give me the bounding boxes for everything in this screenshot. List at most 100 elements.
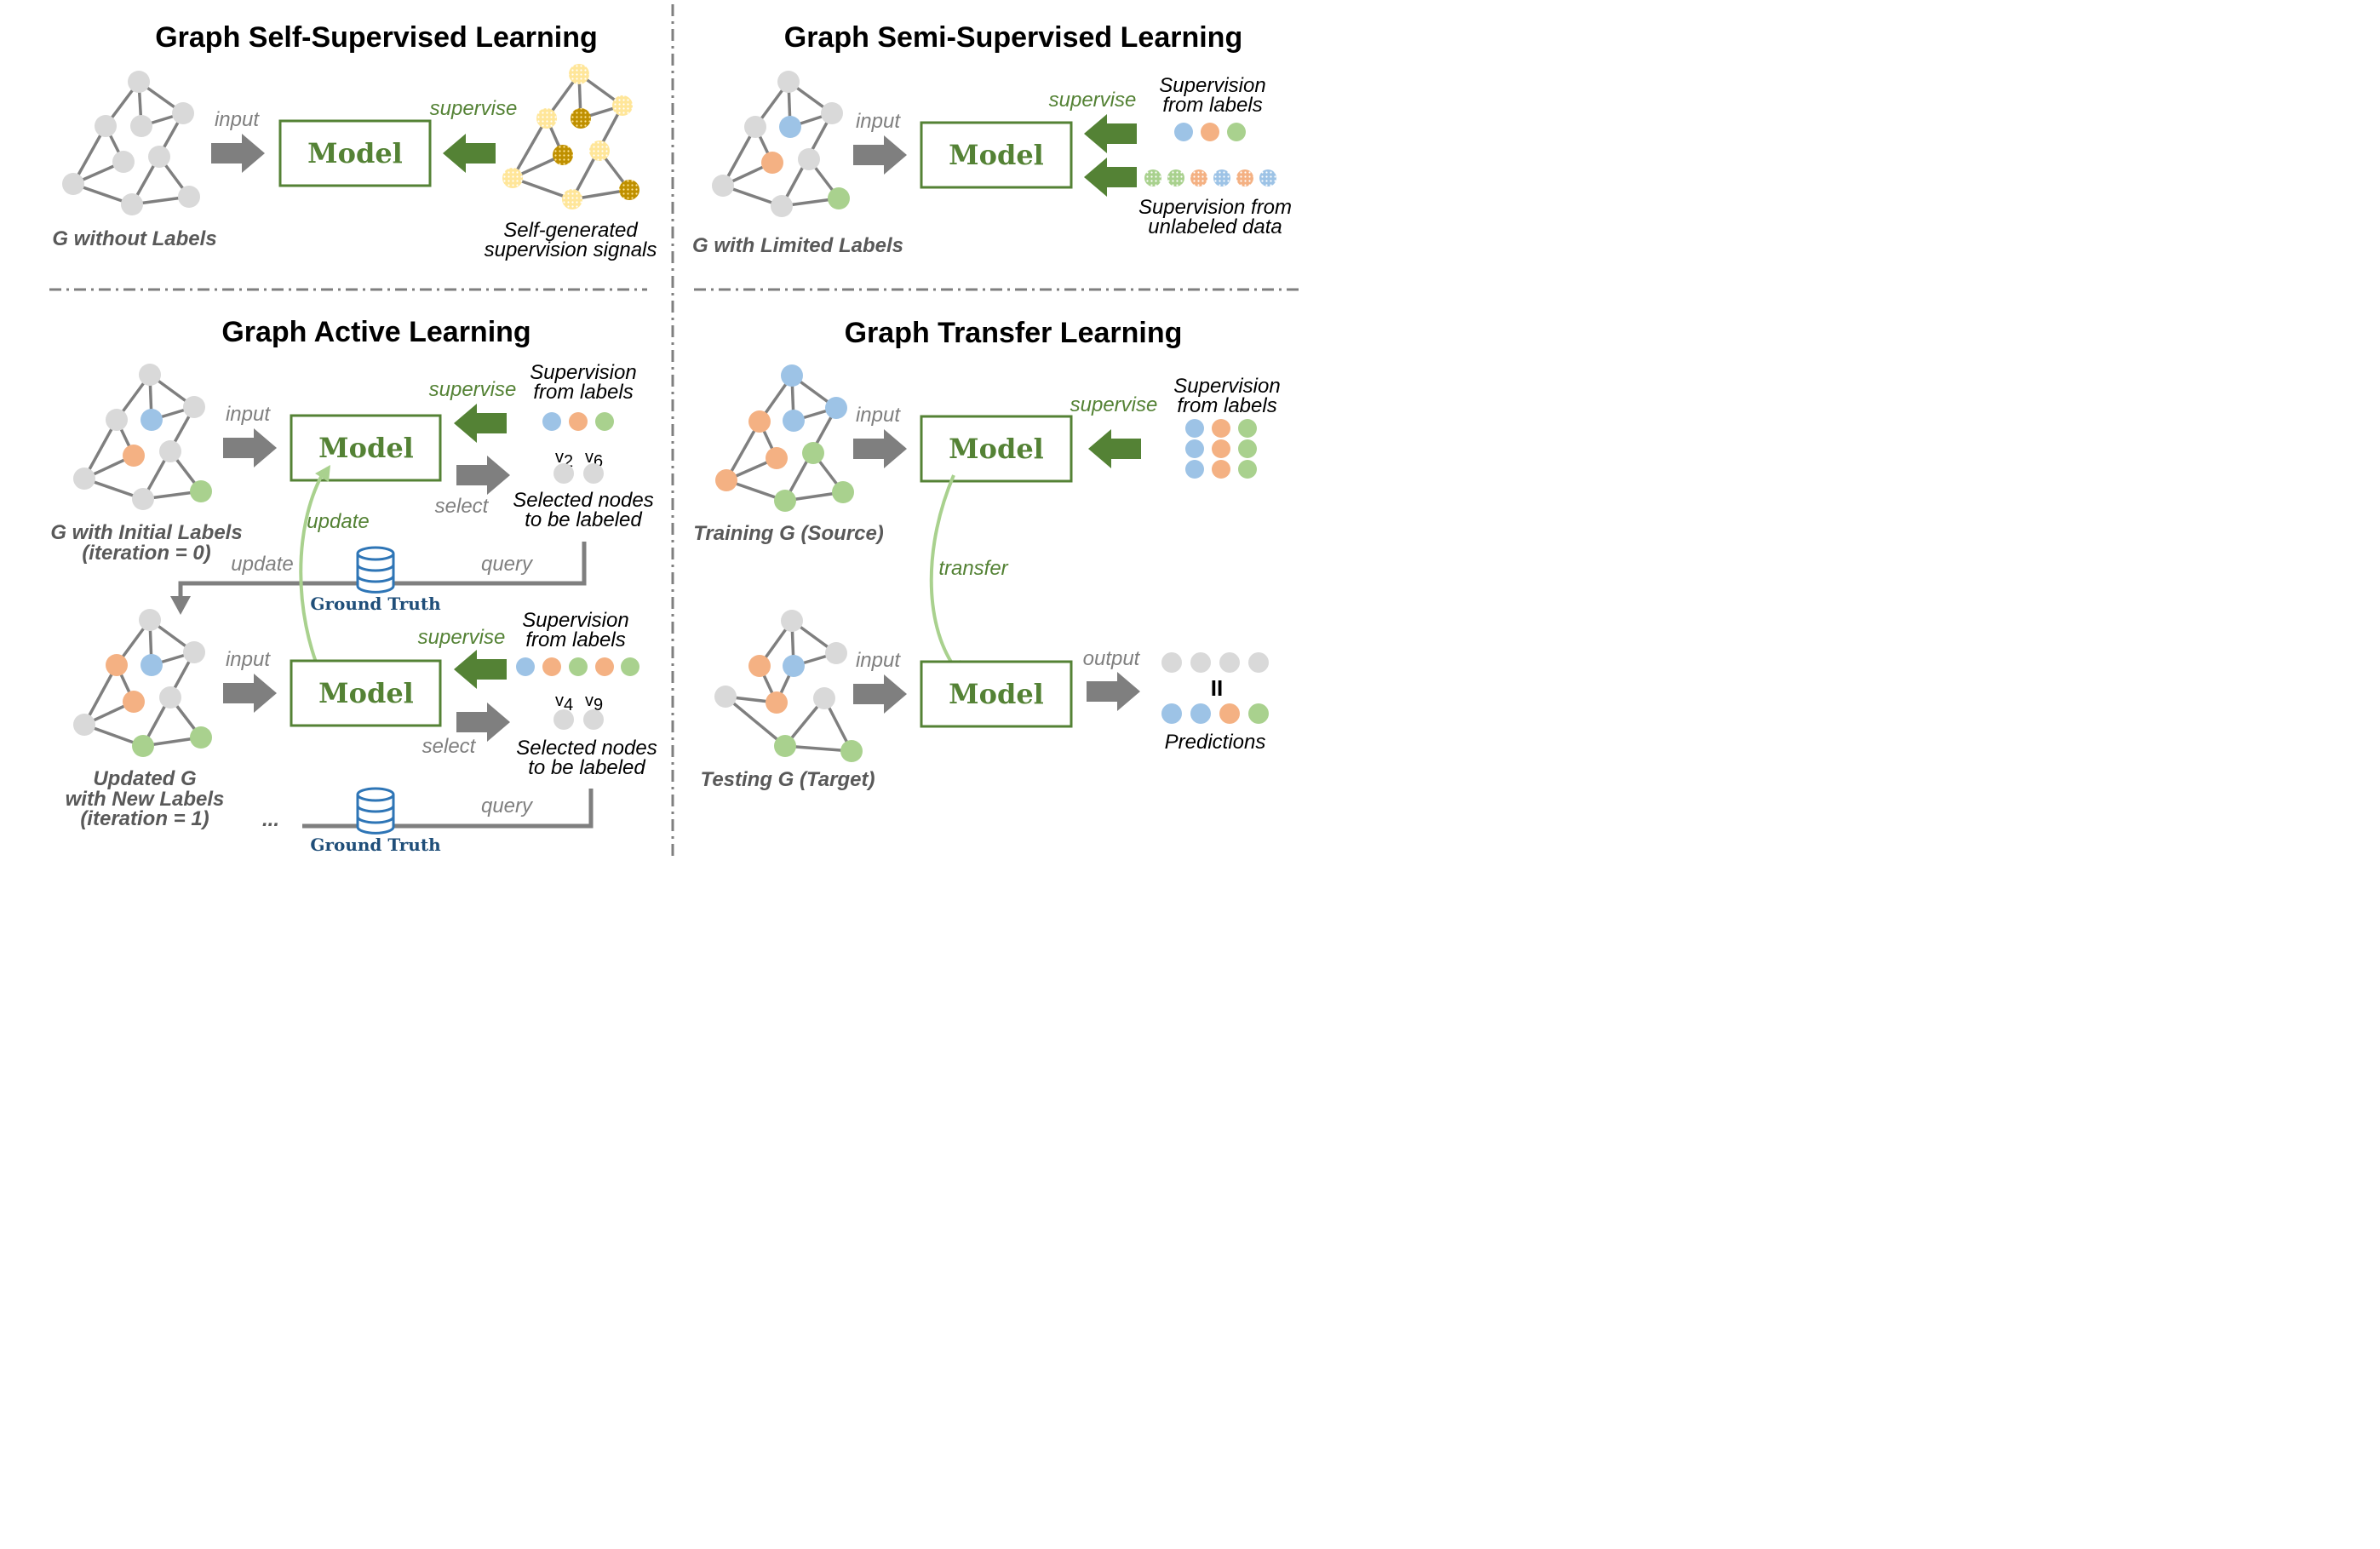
- label-node-green: [1227, 123, 1246, 141]
- graph-node: [112, 151, 135, 173]
- graph-node: [771, 195, 793, 217]
- signals-caption-line2: supervision signals: [485, 238, 657, 261]
- supervise-label: supervise: [1070, 393, 1158, 416]
- graph-node-labeled-green: [774, 490, 796, 512]
- graph-node-labeled-green: [832, 481, 854, 503]
- graph-node: [183, 396, 205, 418]
- model-box: [290, 414, 442, 482]
- graph-node-labeled-green: [190, 726, 212, 749]
- label-node-orange: [569, 412, 588, 431]
- supervise-arrow-icon: [1088, 429, 1141, 468]
- graph-node-labeled-green: [840, 740, 863, 762]
- model-box: [290, 659, 442, 727]
- label-node-blue: [542, 412, 561, 431]
- pseudo-label-node: [1167, 169, 1184, 186]
- graph-node: [121, 193, 143, 215]
- graph-node-labeled-blue: [783, 655, 805, 677]
- predicted-node-green: [1248, 703, 1269, 724]
- label-node-green: [621, 657, 639, 676]
- pseudo-label-node: [1190, 169, 1207, 186]
- graph-node-labeled-orange: [766, 447, 788, 469]
- transfer-curve-arrow: [929, 474, 955, 668]
- unlabeled-caption-line1: Supervision from: [1138, 196, 1292, 219]
- selected-node-v6-label: v6: [585, 448, 603, 471]
- signal-node: [553, 145, 573, 165]
- output-label: output: [1083, 647, 1141, 670]
- graph-node: [132, 488, 154, 510]
- signal-node: [536, 108, 557, 129]
- graph-node-labeled-orange: [106, 654, 128, 676]
- labels-caption-line1: Supervision: [1159, 74, 1265, 97]
- label-node-orange: [1212, 419, 1230, 438]
- supervise-arrow-icon: [454, 404, 507, 443]
- source-caption: Training G (Source): [693, 522, 884, 545]
- input-label: input: [226, 403, 271, 426]
- input-label: input: [215, 108, 260, 131]
- graph-node: [781, 610, 803, 632]
- model-label: Model: [318, 677, 414, 709]
- input-arrow-icon: [223, 428, 277, 468]
- select-label: select: [422, 735, 477, 758]
- graph-node: [183, 641, 205, 663]
- diagram-canvas: Graph Self-Supervised Learning G without…: [49, 4, 1299, 860]
- selected-node: [553, 463, 574, 484]
- label-node-orange: [1212, 460, 1230, 479]
- panel-semi-supervised: Graph Semi-Supervised Learning G with Li…: [692, 21, 1292, 257]
- label-node-green: [1238, 460, 1257, 479]
- selected-caption-line1: Selected nodes: [516, 737, 657, 760]
- signal-node: [569, 64, 589, 84]
- input-label: input: [226, 648, 271, 671]
- label-node-blue: [1185, 419, 1204, 438]
- input-arrow-icon: [211, 134, 265, 173]
- selected-caption-line2: to be labeled: [528, 756, 645, 779]
- graph-node: [62, 173, 84, 195]
- model-box: [278, 119, 432, 187]
- iter0-caption-line2: (iteration = 0): [82, 542, 210, 565]
- model-label: Model: [307, 137, 403, 169]
- graph-node-labeled-blue: [781, 364, 803, 387]
- panel-transfer-learning: Graph Transfer Learning Training G (Sour: [693, 317, 1281, 791]
- equals-sign: II: [1211, 675, 1223, 701]
- selected-caption-line2: to be labeled: [525, 508, 642, 531]
- panel-active-learning: Graph Active Learning G with Initial Lab: [50, 316, 657, 855]
- unlabeled-node: [1219, 652, 1240, 673]
- graph-node: [148, 146, 170, 168]
- update-curve-arrow: [299, 474, 324, 678]
- panel-title: Graph Semi-Supervised Learning: [784, 21, 1242, 54]
- graph-node: [821, 102, 843, 124]
- label-node-blue: [1185, 439, 1204, 458]
- graph-node: [159, 686, 181, 709]
- input-arrow-icon: [853, 429, 907, 468]
- graph-node-labeled-orange: [766, 691, 788, 714]
- selected-node: [553, 709, 574, 730]
- pseudo-label-node: [1259, 169, 1276, 186]
- selected-caption-line1: Selected nodes: [513, 489, 653, 512]
- second-query-line: [302, 789, 594, 829]
- input-arrow-icon: [223, 674, 277, 713]
- graph-with-limited-labels: [712, 71, 850, 217]
- unlabeled-caption-line2: unlabeled data: [1148, 215, 1282, 238]
- labels-caption-line1: Supervision: [1173, 375, 1280, 398]
- signal-node: [612, 95, 633, 116]
- ellipsis: ...: [262, 808, 279, 831]
- predicted-node-blue: [1190, 703, 1211, 724]
- model-label: Model: [949, 139, 1044, 171]
- signal-node: [589, 141, 610, 161]
- label-node-orange: [1201, 123, 1219, 141]
- selected-node-v2-label: v2: [555, 448, 573, 471]
- graph-node: [798, 148, 820, 170]
- graph-node-labeled-blue: [783, 410, 805, 432]
- graph-node-labeled-green: [774, 735, 796, 757]
- labels-caption-line2: from labels: [1162, 94, 1262, 117]
- label-node-blue: [1174, 123, 1193, 141]
- signal-node: [619, 180, 639, 200]
- graph-node-labeled-green: [132, 735, 154, 757]
- label-node-blue: [1185, 460, 1204, 479]
- input-label: input: [856, 404, 901, 427]
- graph-node: [172, 102, 194, 124]
- unlabeled-supervision-nodes: [1144, 169, 1276, 186]
- graph-target: [714, 610, 863, 762]
- graph-node: [777, 71, 800, 93]
- predictions-caption: Predictions: [1165, 731, 1266, 754]
- iter0-caption-line1: G with Initial Labels: [50, 521, 242, 544]
